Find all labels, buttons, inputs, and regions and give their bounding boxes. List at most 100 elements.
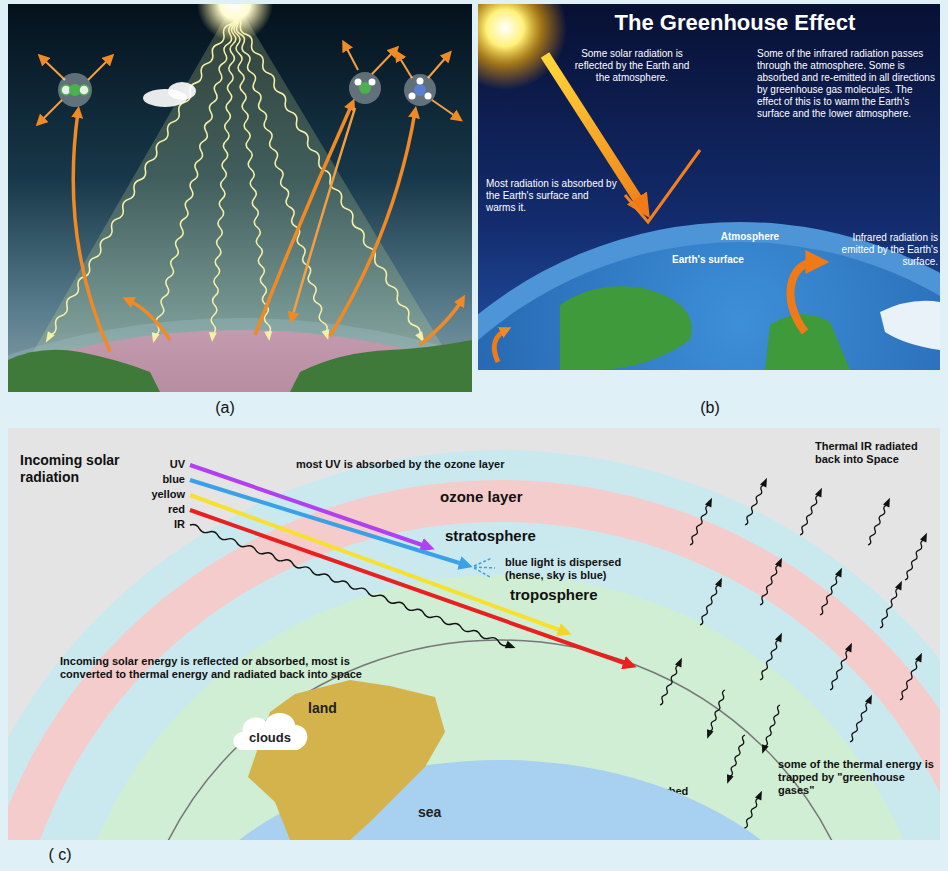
- label: Some of the infrared radiation passes th…: [757, 48, 939, 120]
- solar-ray: [232, 13, 428, 345]
- thermal-ir-squiggles-part: [897, 651, 925, 701]
- label: (a): [195, 398, 255, 417]
- label: Earth's surface: [672, 254, 766, 266]
- cloud-part: [168, 82, 196, 100]
- sun: [197, 4, 273, 42]
- label: Some solar radiation is reflected by the…: [572, 48, 692, 84]
- continent: [290, 340, 472, 392]
- infrared-arrows: [73, 104, 462, 352]
- re-emission-part: [42, 58, 65, 80]
- gas-molecule-part: [355, 79, 362, 86]
- thermal-ir-squiggles-part: [817, 566, 845, 616]
- gas-molecule: [349, 72, 381, 104]
- solar-ray: [208, 15, 239, 343]
- infrared-arrows-part: [420, 300, 462, 345]
- thermal-ir-squiggles-part: [759, 704, 783, 755]
- red-ray: [190, 510, 630, 665]
- gas-molecule-part: [349, 72, 381, 104]
- solar-ray: [231, 15, 273, 342]
- region-label: land: [308, 700, 337, 717]
- earth: [478, 242, 940, 370]
- label: Incoming solar energy is reflected or ab…: [60, 655, 372, 681]
- cloud-shape: clouds: [228, 705, 312, 760]
- dispersal-dashes-part: [474, 558, 492, 566]
- label: Infrared radiation is emitted by the Ear…: [835, 232, 938, 268]
- thermal-ir-squiggles-part: [877, 579, 905, 629]
- label: Thermal IR radiated back into Space: [815, 440, 937, 466]
- ozone-band: [8, 480, 940, 840]
- label: some of the thermal energy is trapped by…: [778, 758, 940, 798]
- panel-b-picture: [478, 4, 940, 370]
- label: stratosphere: [445, 527, 560, 545]
- label: most UV is absorbed by the ozone layer: [296, 458, 576, 471]
- thermal-ir-squiggles-part: [847, 693, 875, 743]
- region-label: sea: [418, 804, 441, 821]
- infrared-arrows-part: [73, 112, 110, 352]
- label: Atmosphere: [708, 231, 792, 243]
- re-emission-part: [432, 100, 458, 118]
- re-emission-part: [372, 50, 395, 74]
- continent: [765, 314, 850, 370]
- gas-molecule-part: [417, 78, 424, 85]
- thermal-ir-squiggles-part: [865, 496, 893, 546]
- infrared-arrow: [791, 262, 815, 332]
- ice: [880, 301, 940, 350]
- re-emission-part: [40, 100, 62, 122]
- infrared-arrows-part: [255, 104, 352, 335]
- panel-a-picture: [8, 4, 472, 392]
- thermal-ir-squiggles-part: [742, 476, 770, 526]
- label: yellow: [140, 488, 185, 501]
- land-region-outline: [240, 672, 450, 840]
- infrared-arrows-part: [292, 108, 355, 318]
- label: ( c): [30, 845, 90, 864]
- label: Incoming solar radiation: [20, 452, 138, 486]
- label: blue light is dispersed (hense, sky is b…: [505, 556, 655, 582]
- thermal-ir-squiggles-part: [757, 631, 785, 681]
- troposphere-band: [65, 575, 935, 840]
- re-emission-part: [428, 55, 448, 78]
- infrared-arrows-part: [128, 300, 170, 340]
- label: red: [140, 503, 185, 516]
- thermal-ir-squiggles-part: [697, 576, 725, 626]
- solar-ray: [231, 14, 332, 341]
- gas-molecule-part: [414, 84, 426, 96]
- label: IR: [140, 518, 185, 531]
- re-emission-part: [345, 45, 358, 70]
- dispersal-dashes: [474, 558, 495, 577]
- thermal-ir-squiggles-part: [902, 531, 930, 581]
- thermal-ir-squiggles-part: [827, 641, 855, 691]
- label: ozone layer: [440, 488, 550, 506]
- label: troposphere: [510, 586, 630, 604]
- thermal-ir-squiggles-part: [757, 556, 785, 606]
- cloud: [143, 82, 196, 107]
- stratosphere-band: [12, 522, 940, 840]
- label: blue: [140, 473, 185, 486]
- diagram-title: The Greenhouse Effect: [600, 10, 870, 36]
- thermal-ir-squiggles-part: [797, 486, 825, 536]
- gas-molecule: [404, 74, 436, 106]
- gas-molecule-part: [409, 93, 416, 100]
- thermal-ir-squiggles-part: [687, 496, 715, 546]
- land-region: land: [240, 672, 450, 840]
- thermal-ir-squiggles-part: [704, 689, 728, 740]
- dispersal-dashes-part: [474, 568, 490, 577]
- earth: [8, 330, 472, 392]
- gas-molecule-part: [425, 93, 432, 100]
- label: (b): [680, 398, 740, 417]
- solar-ray: [149, 14, 239, 344]
- atmosphere-band: [478, 222, 940, 370]
- continent: [560, 286, 692, 370]
- infrared-arrow: [494, 330, 506, 362]
- atmosphere-glow: [8, 318, 472, 392]
- co2-molecule-part: [79, 85, 89, 95]
- reflected-arrow: [625, 150, 700, 222]
- panel-c-picture: [8, 450, 940, 840]
- co2-molecule-part: [58, 73, 92, 107]
- continent: [8, 350, 160, 392]
- label: UV: [140, 458, 185, 471]
- thermal-ir-squiggles-part: [657, 656, 685, 706]
- label: Most radiation is absorbed by the Earth'…: [486, 178, 618, 214]
- re-emission-part: [88, 58, 110, 80]
